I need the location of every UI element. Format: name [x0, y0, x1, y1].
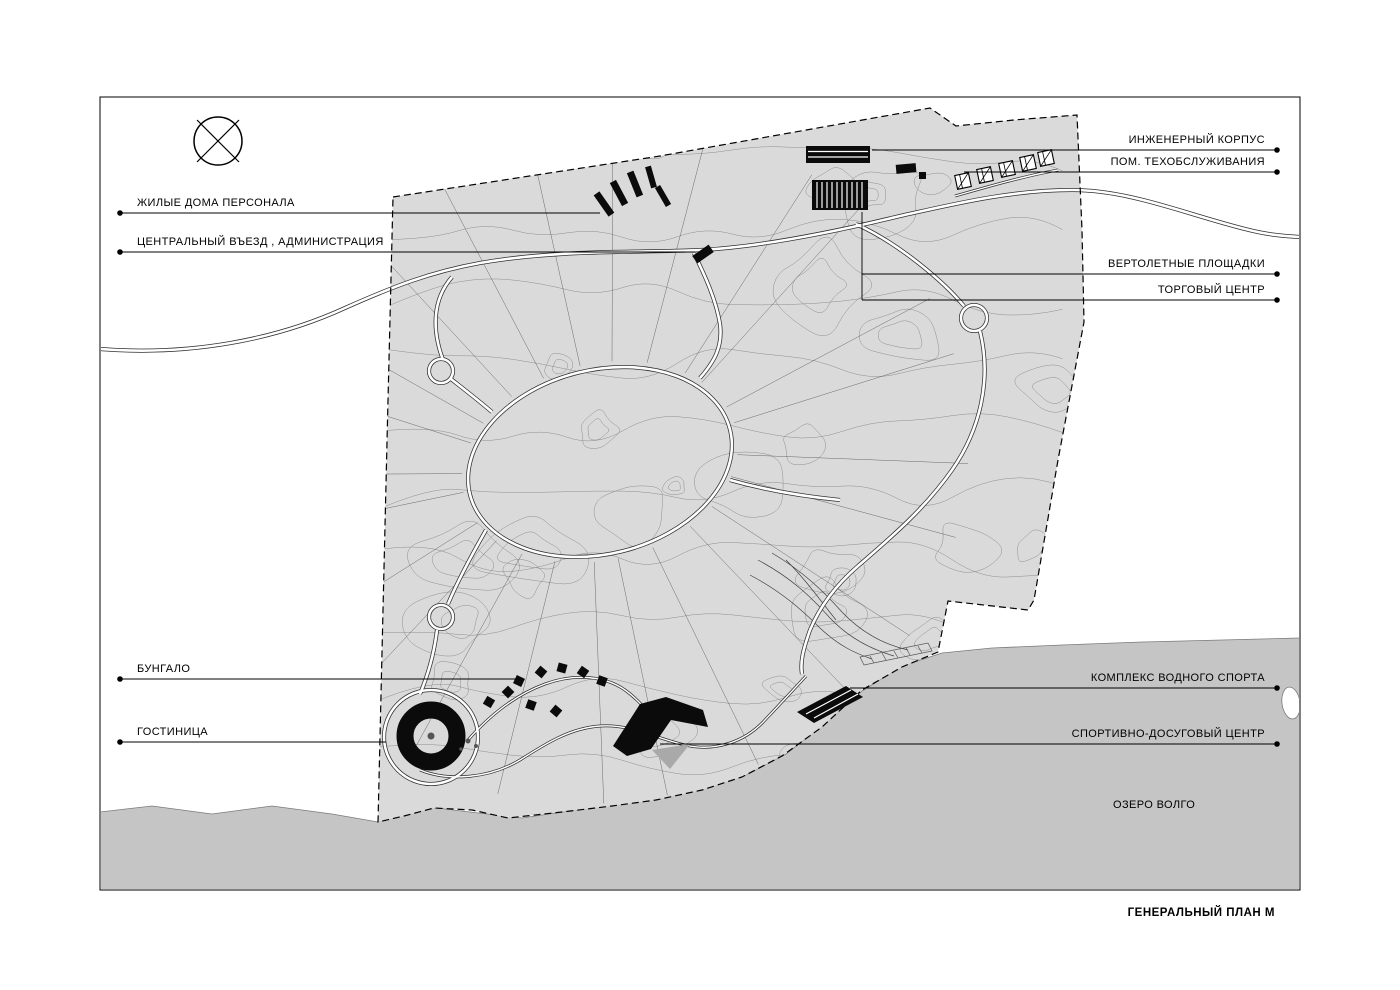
admin-building — [692, 244, 714, 264]
callout-engineering-building: ИНЖЕНЕРНЫЙ КОРПУС — [1128, 134, 1265, 146]
sports-leisure-building — [613, 697, 708, 769]
callout-hotel: ГОСТИНИЦА — [137, 726, 209, 738]
pier — [859, 642, 933, 666]
callout-shopping-center: ТОРГОВЫЙ ЦЕНТР — [1157, 284, 1265, 296]
callout-entrance-admin: ЦЕНТРАЛЬНЫЙ ВЪЕЗД , АДМИНИСТРАЦИЯ — [137, 236, 384, 248]
engineering-building — [806, 146, 926, 179]
callout-staff-housing: ЖИЛЫЕ ДОМА ПЕРСОНАЛА — [137, 197, 295, 209]
callout-helipads: ВЕРТОЛЕТНЫЕ ПЛОЩАДКИ — [1108, 258, 1265, 270]
water-sports-building — [797, 686, 863, 723]
buildings — [396, 146, 1055, 771]
ravine-lines — [749, 552, 909, 660]
lake-area — [101, 638, 1299, 889]
callout-bungalows: БУНГАЛО — [137, 663, 191, 675]
north-arrow-icon — [193, 116, 243, 166]
drawing-border — [99, 96, 1301, 891]
lake-label: ОЗЕРО ВОЛГО — [1113, 799, 1196, 811]
contour-lines — [378, 133, 1084, 801]
callout-water-sports: КОМПЛЕКС ВОДНОГО СПОРТА — [1090, 672, 1265, 684]
leader-lines — [117, 147, 1280, 747]
callout-sports-leisure: СПОРТИВНО-ДОСУГОВЫЙ ЦЕНТР — [1071, 728, 1265, 740]
staff-housing-buildings — [593, 165, 672, 217]
helipad-block — [812, 180, 868, 210]
island — [1281, 686, 1299, 720]
callout-maintenance: ПОМ. ТЕХОБСЛУЖИВАНИЯ — [1110, 156, 1265, 168]
drawing-title: ГЕНЕРАЛЬНЫЙ ПЛАН М — [1127, 907, 1275, 919]
maintenance-buildings — [954, 149, 1055, 190]
hotel-building — [396, 701, 478, 771]
